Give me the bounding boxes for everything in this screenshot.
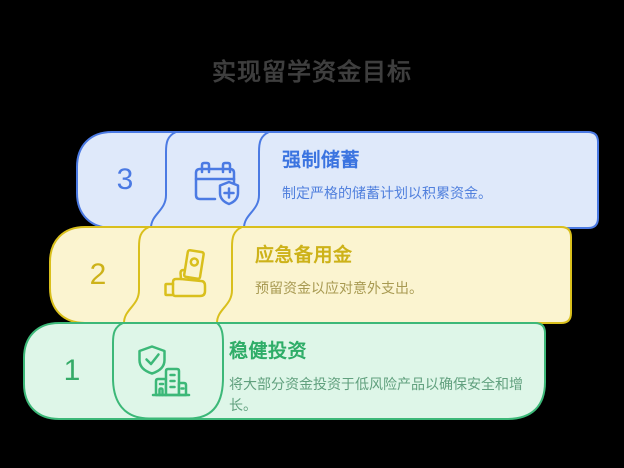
step-number: 3 xyxy=(116,163,134,196)
list-item-3: 3 强制储蓄 制定严格的储蓄计划以积累资金。 xyxy=(76,131,600,233)
page-title: 实现留学资金目标 xyxy=(212,59,412,86)
item-title: 强制储蓄 xyxy=(282,150,361,171)
shield-check-building-icon xyxy=(135,343,191,401)
item-description: 预留资金以应对意外支出。 xyxy=(255,280,423,296)
step-number: 2 xyxy=(89,258,107,291)
item-description: 制定严格的储蓄计划以积累资金。 xyxy=(282,185,492,201)
step-number: 1 xyxy=(63,354,81,387)
item-title: 应急备用金 xyxy=(255,245,353,266)
card-shape xyxy=(76,131,599,229)
card-shape xyxy=(49,226,572,324)
list-item-2: 2 应急备用金 预留资金以应对意外支出。 xyxy=(49,226,573,328)
calendar-shield-plus-icon xyxy=(188,156,244,212)
cash-in-hand-icon xyxy=(161,248,217,304)
item-description: 将大部分资金投资于低风险产品以确保安全和增长。 xyxy=(229,376,523,413)
item-title: 稳健投资 xyxy=(229,341,308,362)
list-item-1: 1 稳健投资 将大部分资金投资于低风险产品以确保安全和增长。 xyxy=(23,322,547,424)
